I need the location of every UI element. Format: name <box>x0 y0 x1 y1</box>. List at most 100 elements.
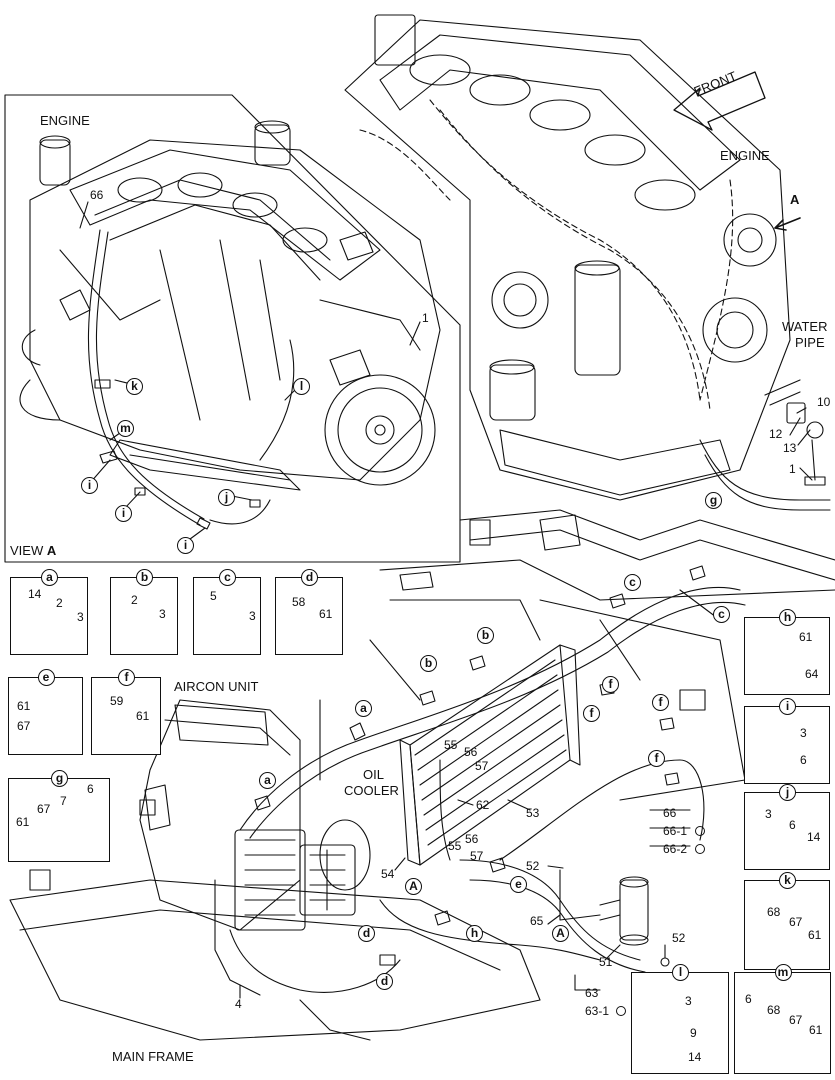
callout-c-1[interactable]: c <box>624 574 641 591</box>
callout-f-3[interactable]: f <box>652 694 669 711</box>
detail-l-part: 3 <box>685 994 692 1008</box>
detail-g-part: 6 <box>87 782 94 796</box>
detail-box-h: h 61 64 <box>744 609 830 695</box>
part-52-lower: 52 <box>672 931 686 945</box>
detail-m-part: 6 <box>745 992 752 1006</box>
detail-box-a-letter: a <box>41 569 58 586</box>
part-55-lower: 55 <box>448 839 462 853</box>
callout-f-1[interactable]: f <box>602 676 619 693</box>
detail-k-part: 61 <box>808 928 822 942</box>
view-direction-a: A <box>790 192 800 207</box>
callout-m[interactable]: m <box>117 420 134 437</box>
callout-h[interactable]: h <box>466 925 483 942</box>
detail-box-d: d 58 61 <box>275 569 343 655</box>
detail-box-f: f 59 61 <box>91 669 161 755</box>
callout-b-1[interactable]: b <box>477 627 494 644</box>
front-arrow <box>673 71 766 131</box>
detail-m-part: 67 <box>789 1013 803 1027</box>
callout-f-4[interactable]: f <box>648 750 665 767</box>
detail-d-part: 61 <box>319 607 333 621</box>
part-66-1: 66-1 <box>663 824 688 838</box>
detail-m-part: 68 <box>767 1003 781 1017</box>
callout-i-3[interactable]: i <box>177 537 194 554</box>
detail-box-j-letter: j <box>779 784 796 801</box>
detail-box-b: b 2 3 <box>110 569 178 655</box>
part-55-upper: 55 <box>444 738 458 752</box>
detail-f-part: 61 <box>136 709 150 723</box>
callout-j[interactable]: j <box>218 489 235 506</box>
main-frame-label: MAIN FRAME <box>112 1049 194 1064</box>
oil-cooler-label-2: COOLER <box>344 783 399 798</box>
detail-h-part: 64 <box>805 667 819 681</box>
detail-box-m-letter: m <box>774 964 792 981</box>
o-ring-icon <box>616 1006 626 1016</box>
o-ring-icon <box>695 826 705 836</box>
callout-k[interactable]: k <box>126 378 143 395</box>
detail-box-h-letter: h <box>779 609 796 626</box>
part-1-engine: 1 <box>789 462 796 476</box>
view-a-prefix: VIEW <box>10 543 44 558</box>
detail-l-part: 14 <box>688 1050 702 1064</box>
callout-c-2[interactable]: c <box>713 606 730 623</box>
part-10: 10 <box>817 395 831 409</box>
detail-box-e-letter: e <box>37 669 55 686</box>
detail-box-e: e 61 67 <box>8 669 83 755</box>
receiver-drier-drawing <box>559 869 670 967</box>
detail-l-part: 9 <box>690 1026 697 1040</box>
detail-j-part: 3 <box>765 807 772 821</box>
callout-a-1[interactable]: a <box>355 700 372 717</box>
refrigerant-hoses <box>214 565 746 996</box>
detail-i-part: 3 <box>800 726 807 740</box>
detail-k-part: 68 <box>767 905 781 919</box>
aircon-unit-drawing <box>139 699 371 931</box>
callout-i-2[interactable]: i <box>115 505 132 522</box>
detail-i-part: 6 <box>800 753 807 767</box>
detail-box-i: i 3 6 <box>744 698 830 784</box>
view-a-letter: A <box>46 543 57 558</box>
detail-k-part: 67 <box>789 915 803 929</box>
detail-box-c-letter: c <box>219 569 236 586</box>
detail-box-d-letter: d <box>301 569 318 586</box>
detail-box-k-letter: k <box>779 872 796 889</box>
detail-box-k: k 68 67 61 <box>744 872 830 970</box>
detail-j-part: 14 <box>807 830 821 844</box>
callout-d-2[interactable]: d <box>376 973 393 990</box>
callout-i-1[interactable]: i <box>81 477 98 494</box>
main-frame-drawing <box>9 509 835 1041</box>
part-66-2: 66-2 <box>663 842 688 856</box>
callout-f-2[interactable]: f <box>583 705 600 722</box>
detail-box-a: a 14 2 3 <box>10 569 88 655</box>
part-53: 53 <box>526 806 540 820</box>
detail-g-part: 7 <box>60 794 67 808</box>
detail-b-part: 3 <box>159 607 166 621</box>
oil-cooler-label-1: OIL <box>363 767 384 782</box>
callout-l[interactable]: l <box>293 378 310 395</box>
detail-box-j: j 3 6 14 <box>744 784 830 870</box>
callout-A-1[interactable]: A <box>405 878 422 895</box>
part-63: 63 <box>585 986 599 1000</box>
detail-m-part: 61 <box>809 1023 823 1037</box>
part-66: 66 <box>663 806 677 820</box>
detail-box-f-letter: f <box>118 669 135 686</box>
detail-h-part: 61 <box>799 630 813 644</box>
detail-a-part: 14 <box>28 587 42 601</box>
callout-d-1[interactable]: d <box>358 925 375 942</box>
detail-d-part: 58 <box>292 595 306 609</box>
callout-g[interactable]: g <box>705 492 722 509</box>
view-a-title: VIEW A <box>10 544 56 558</box>
callout-b-2[interactable]: b <box>420 655 437 672</box>
detail-c-part: 5 <box>210 589 217 603</box>
detail-f-part: 59 <box>110 694 124 708</box>
callout-a-2[interactable]: a <box>259 772 276 789</box>
detail-a-part: 2 <box>56 596 63 610</box>
engine-main-label: ENGINE <box>720 148 770 163</box>
detail-box-l-letter: l <box>672 964 689 981</box>
part-1-view: 1 <box>422 311 429 325</box>
part-57-upper: 57 <box>475 759 489 773</box>
callout-A-2[interactable]: A <box>552 925 569 942</box>
callout-e[interactable]: e <box>510 876 527 893</box>
part-12: 12 <box>769 427 783 441</box>
engine-view-label: ENGINE <box>40 113 90 128</box>
